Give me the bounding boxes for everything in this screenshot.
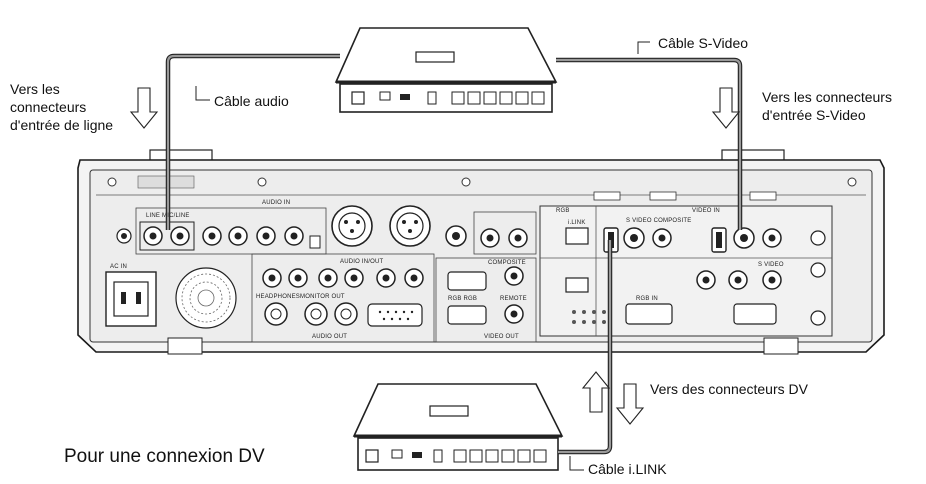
bottom-dv-deck [352,383,564,471]
label-to-svideo-in-2: d'entrée S-Video [762,107,866,123]
panel-label-monitor-out: MONITOR OUT [300,294,345,300]
label-to-line-in-1: Vers les [10,81,60,97]
label-to-line-in: Vers les connecteurs d'entrée de ligne [10,80,150,134]
svideo-in-jack [733,227,755,249]
panel-label-svideo-composite: S VIDEO COMPOSITE [626,218,692,224]
label-to-dv: Vers des connecteurs DV [650,381,808,397]
label-to-line-in-2: connecteurs [10,99,87,115]
panel-label-line-mic: LINE MIC/LINE [146,213,190,219]
panel-label-composite: COMPOSITE [488,260,526,266]
label-cable-ilink: Câble i.LINK [588,461,667,477]
panel-label-rgb-rgb: RGB RGB [448,296,478,302]
label-dv-connection: Pour une connexion DV [64,446,265,467]
label-to-line-in-3: d'entrée de ligne [10,117,114,133]
rear-panel [77,149,885,355]
panel-label-audio-in-out: AUDIO IN/OUT [340,259,384,265]
label-to-svideo-in: Vers les connecteurs d'entrée S-Video [762,88,924,124]
arrows [129,87,741,425]
panel-label-ac-in: AC IN [110,264,128,270]
panel-label-audio-in: AUDIO IN [262,200,291,206]
label-to-svideo-in-1: Vers les connecteurs [762,89,892,105]
panel-label-rgb-in: RGB IN [636,296,658,302]
xlr-connectors [331,205,431,247]
panel-label-rgb: RGB [556,208,570,214]
label-cable-audio: Câble audio [214,93,289,109]
panel-label-ilink: i.LINK [568,220,586,226]
panel-label-video-in: VIDEO IN [692,208,720,214]
panel-label-video-out: VIDEO OUT [484,334,519,340]
panel-label-audio-out: AUDIO OUT [312,334,348,340]
panel-label-svideo: S VIDEO [758,262,784,268]
panel-label-remote: REMOTE [500,296,527,302]
top-video-deck [334,27,558,113]
panel-label-headphones: HEADPHONES [256,294,301,300]
label-cable-svideo: Câble S-Video [658,35,749,51]
